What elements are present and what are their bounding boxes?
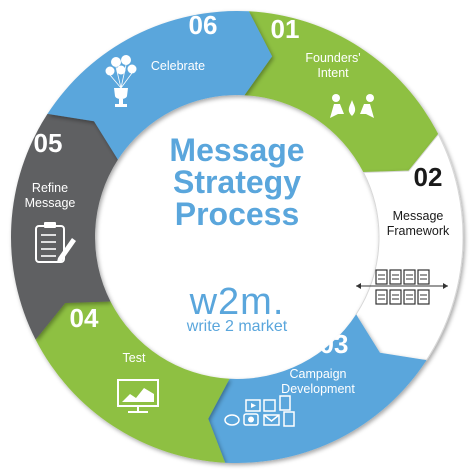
- step-label-04-line-1: Test: [123, 351, 146, 365]
- clipboard-pen-icon: [35, 222, 76, 263]
- step-label-03-line-2: Development: [281, 382, 355, 396]
- step-label-05-line-2: Message: [25, 196, 76, 210]
- step-label-05-line-1: Refine: [32, 181, 68, 195]
- center-title-line-2: Strategy: [172, 164, 302, 200]
- step-label-06-line-1: Celebrate: [151, 59, 205, 73]
- step-number-05: 05: [34, 128, 63, 158]
- step-number-02: 02: [414, 162, 443, 192]
- step-label-03-line-1: Campaign: [290, 367, 347, 381]
- analytics-monitor-icon: [117, 379, 159, 413]
- step-segment-01: [244, 11, 439, 178]
- step-label-01-line-1: Founders': [305, 51, 360, 65]
- center-title-line-1: Message: [169, 132, 305, 168]
- step-number-03: 03: [320, 329, 349, 359]
- step-number-04: 04: [70, 303, 99, 333]
- step-segment-03: [201, 314, 427, 463]
- step-segment-06: [47, 10, 273, 160]
- media-icons: [224, 395, 295, 427]
- w2m-logo: w2m.: [189, 281, 285, 323]
- step-label-02-line-2: Framework: [387, 224, 450, 238]
- w2m-logo-tagline: write 2 market: [186, 318, 288, 335]
- step-number-01: 01: [271, 14, 300, 44]
- step-label-01-line-2: Intent: [317, 66, 349, 80]
- campfire-people-icon: [330, 94, 374, 118]
- center-title-line-3: Process: [174, 196, 300, 232]
- trophy-balloons-icon: [105, 55, 137, 107]
- message-blocks-icon: [356, 269, 448, 305]
- step-label-02-line-1: Message: [393, 209, 444, 223]
- step-number-06: 06: [189, 10, 218, 40]
